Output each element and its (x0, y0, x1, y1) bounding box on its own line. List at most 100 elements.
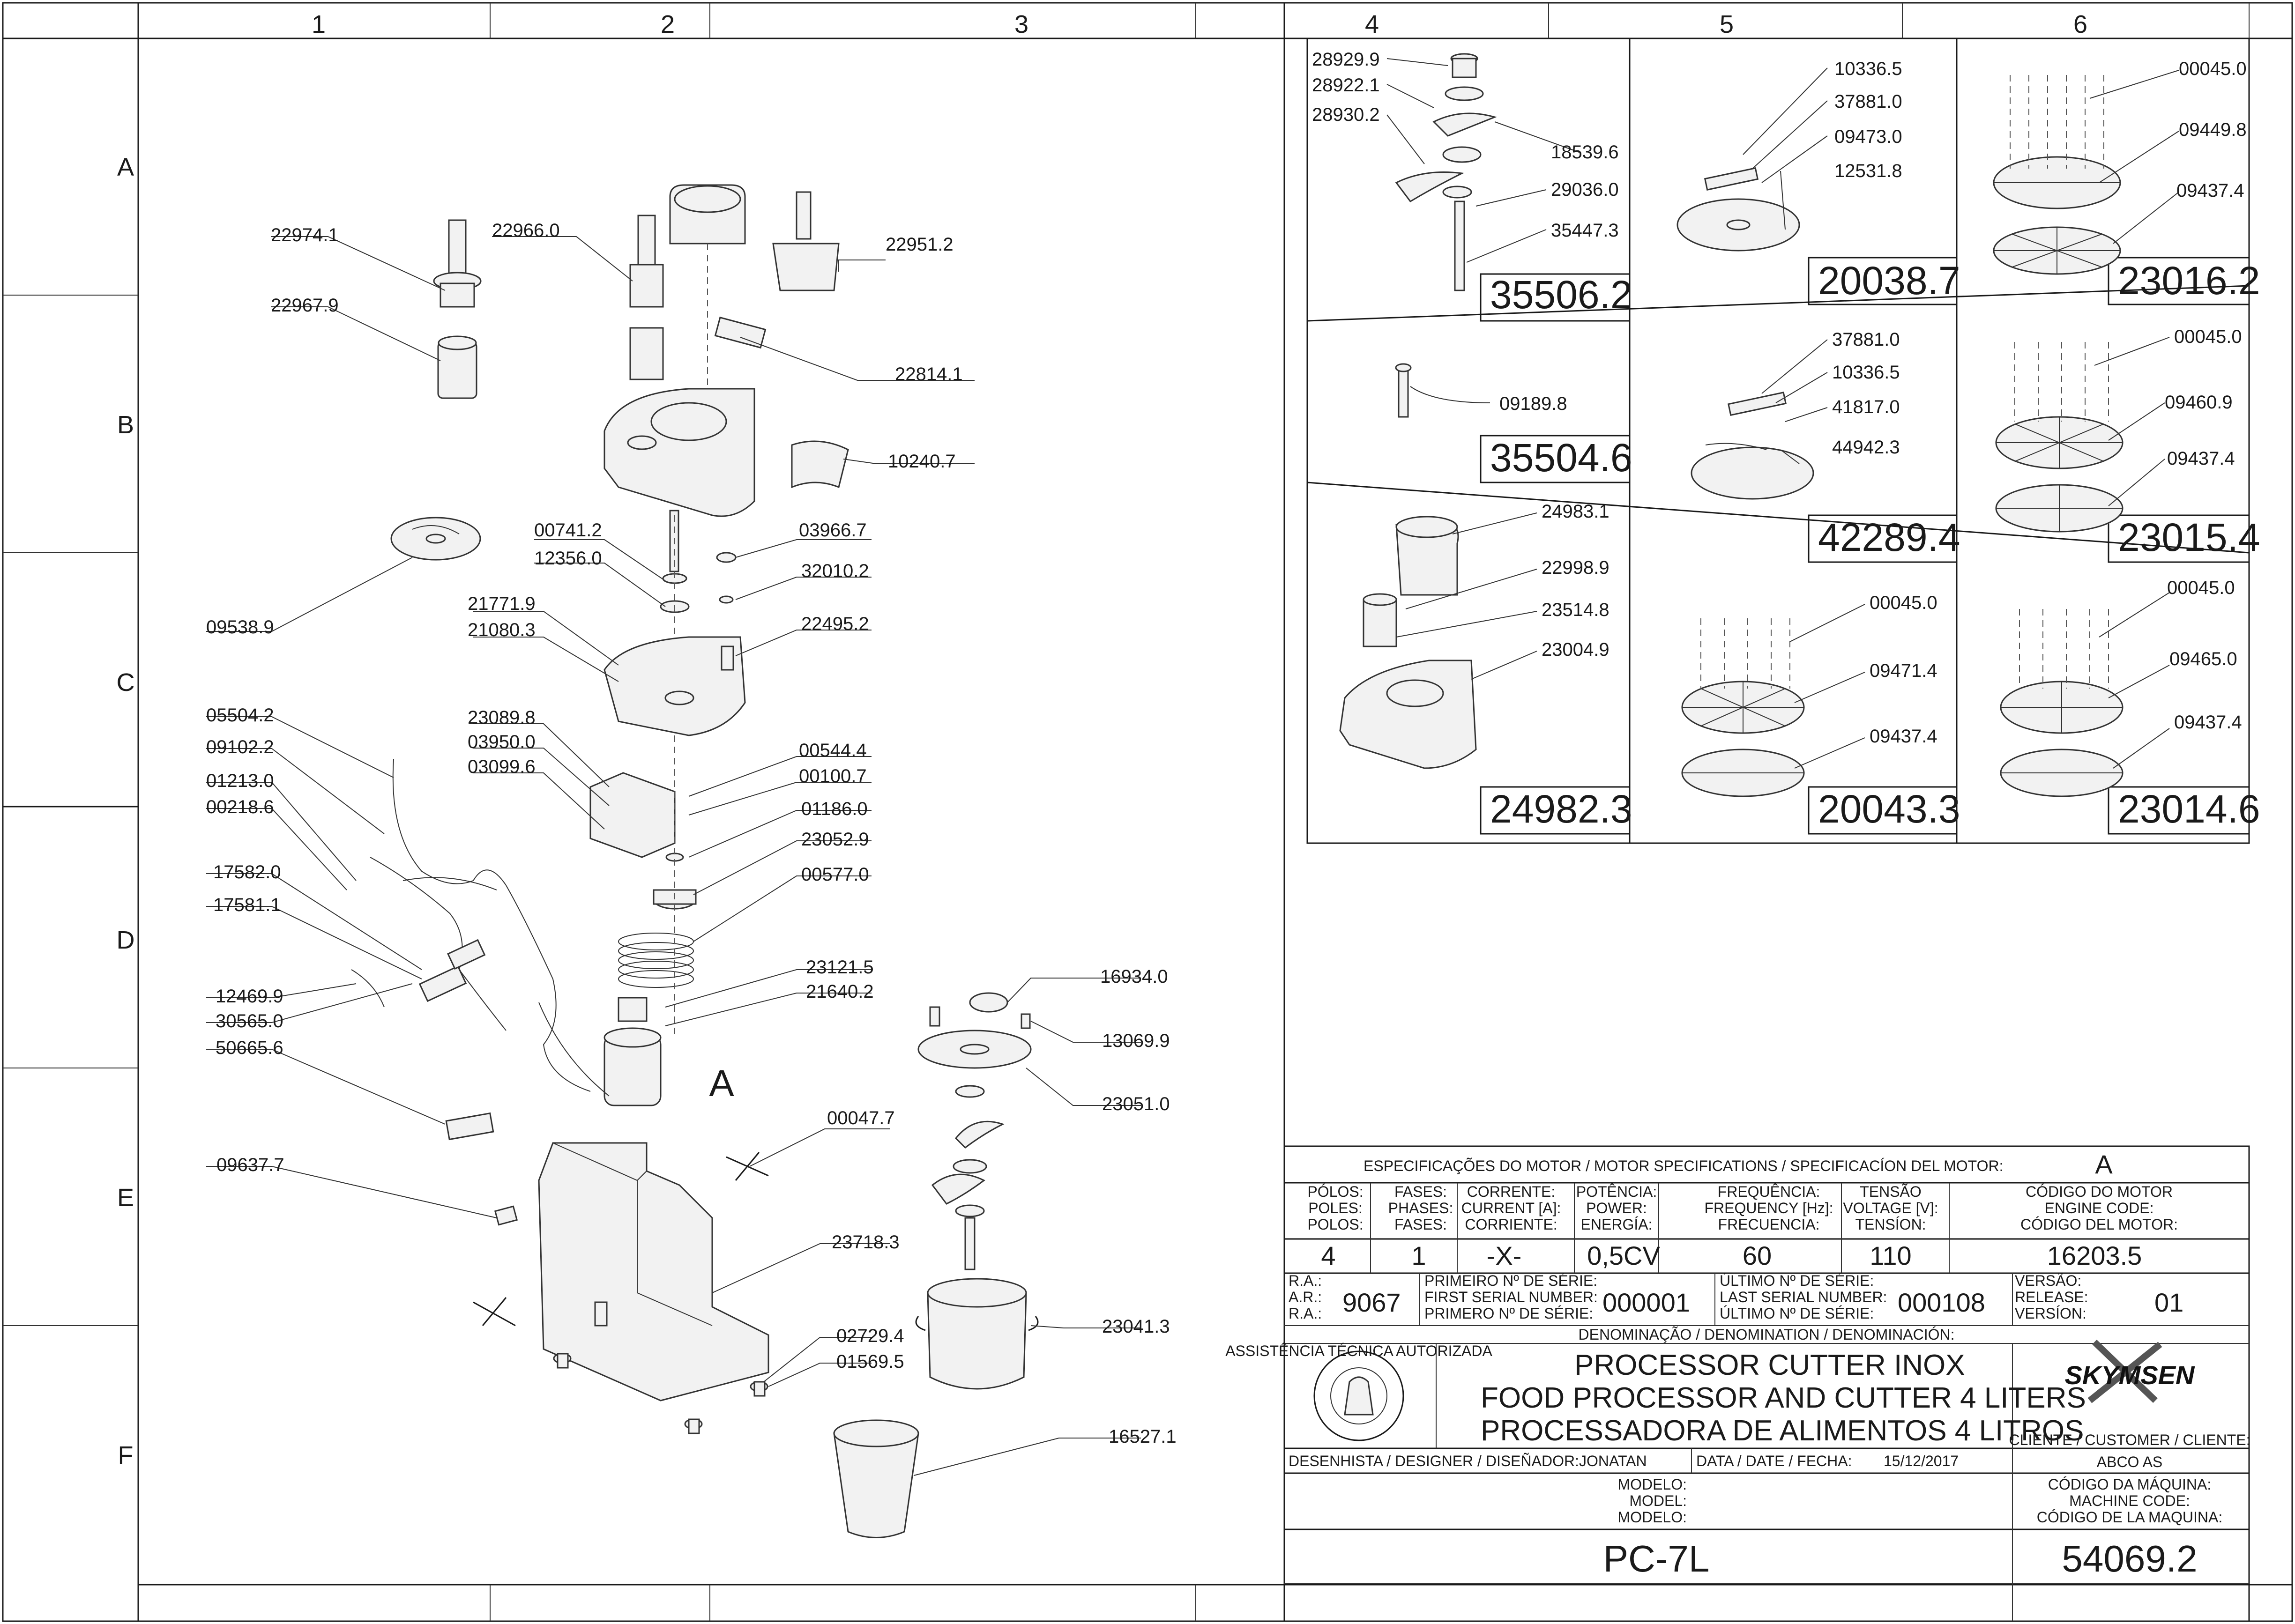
spec-label: POTÊNCIA: (1576, 1183, 1657, 1200)
part-label: 00577.0 (801, 864, 869, 885)
accessory-code: 23016.2 (2118, 259, 2260, 303)
part-label: 10240.7 (888, 451, 956, 472)
spec-label: FREQUENCY [Hz]: (1705, 1200, 1833, 1216)
version-label: RELEASE: (2015, 1289, 2088, 1305)
last-serial-value: 000108 (1898, 1288, 1985, 1317)
last-serial-label: ÚLTIMO Nº DE SÉRIE: (1720, 1272, 1874, 1289)
spec-label: POWER: (1586, 1200, 1647, 1216)
part-label: 16527.1 (1109, 1426, 1177, 1447)
spec-label: CÓDIGO DO MOTOR (2026, 1183, 2173, 1200)
part-label: 00544.4 (799, 740, 867, 761)
motor-spec-value: A (2095, 1149, 2113, 1179)
part-label: 22495.2 (801, 614, 869, 634)
part-label: 23051.0 (1102, 1094, 1170, 1114)
part-label: 32010.2 (801, 561, 869, 581)
part-label: 23121.5 (806, 957, 874, 978)
cell-20043-artwork (1681, 604, 1865, 797)
denomination-line: PROCESSADORA DE ALIMENTOS 4 LITROS (1481, 1415, 2084, 1447)
cell-23014-artwork (2000, 592, 2170, 797)
part-label: 03950.0 (468, 732, 536, 752)
part-label: 21080.3 (468, 620, 536, 640)
ra-label: R.A.: (1289, 1272, 1322, 1289)
part-label: 09437.4 (1870, 726, 1937, 747)
title-block: ESPECIFICAÇÕES DO MOTOR / MOTOR SPECIFIC… (1225, 1145, 2250, 1622)
part-label: 41817.0 (1832, 397, 1900, 417)
model-label: MODELO: (1617, 1509, 1687, 1526)
part-label: 12356.0 (534, 548, 602, 569)
part-label: 28922.1 (1312, 75, 1380, 96)
part-label: 12469.9 (216, 986, 283, 1007)
accessory-code: 23014.6 (2118, 787, 2260, 831)
part-label: 01569.5 (836, 1351, 904, 1372)
spec-label: FRECUENCIA: (1718, 1216, 1820, 1233)
denomination-line: PROCESSOR CUTTER INOX (1574, 1349, 1965, 1381)
model-label: MODELO: (1617, 1476, 1687, 1493)
part-label: 10336.5 (1832, 362, 1900, 383)
row-label: E (117, 1184, 134, 1212)
part-label: 09102.2 (206, 737, 274, 757)
part-label: 00047.7 (827, 1108, 895, 1128)
spec-value: 1 (1411, 1241, 1426, 1270)
spec-value: -X- (1487, 1241, 1522, 1270)
spec-label: CURRENT [A]: (1461, 1200, 1561, 1216)
motor-spec-header: ESPECIFICAÇÕES DO MOTOR / MOTOR SPECIFIC… (1364, 1157, 2004, 1174)
spec-label: TENSÍON: (1855, 1216, 1926, 1233)
spec-label: FASES: (1394, 1216, 1447, 1233)
spec-label: POLES: (1308, 1200, 1363, 1216)
part-label: 00741.2 (534, 520, 602, 541)
row-label: C (117, 668, 135, 697)
part-label: 02729.4 (836, 1326, 904, 1346)
spec-label: VOLTAGE [V]: (1843, 1200, 1938, 1216)
part-label: 22814.1 (895, 364, 963, 385)
part-label: 09437.4 (2167, 448, 2235, 469)
part-label: 10336.5 (1834, 59, 1902, 79)
version-label: VERSÍON: (2015, 1305, 2086, 1322)
part-label: 09538.9 (206, 617, 274, 638)
part-label: 23004.9 (1542, 639, 1609, 660)
last-serial-label: ÚLTIMO Nº DE SÉRIE: (1720, 1305, 1874, 1322)
accessory-code: 42289.4 (1818, 515, 1960, 559)
customer-label: CLIENTE / CUSTOMER / CLIENTE: (2009, 1431, 2250, 1448)
part-label: 22966.0 (492, 220, 560, 241)
part-label: 35447.3 (1551, 220, 1619, 241)
ra-label: A.R.: (1289, 1289, 1322, 1305)
denomination-line: FOOD PROCESSOR AND CUTTER 4 LITERS (1481, 1382, 2086, 1414)
main-part-labels: 22974.1 22967.9 22966.0 22951.2 22814.1 … (206, 220, 1177, 1447)
part-label: 00218.6 (206, 797, 274, 817)
accessory-grid (1306, 38, 2250, 844)
part-label: 37881.0 (1832, 329, 1900, 350)
seal-text: ASSISTÊNCIA TÉCNICA AUTORIZADA (1225, 1342, 1492, 1359)
accessory-code: 20043.3 (1818, 787, 1960, 831)
part-label: 09189.8 (1499, 393, 1567, 414)
column-labels: 1 2 3 4 5 6 (312, 10, 2087, 38)
part-label: 05504.2 (206, 705, 274, 726)
part-label: 17582.0 (213, 862, 281, 882)
accessory-code: 35504.6 (1490, 436, 1632, 480)
version-label: VERSÃO: (2015, 1272, 2081, 1289)
spec-label: CÓDIGO DEL MOTOR: (2020, 1216, 2178, 1233)
spec-label: PÓLOS: (1307, 1183, 1363, 1200)
spec-label: ENERGÍA: (1581, 1216, 1653, 1233)
part-label: 23514.8 (1542, 600, 1609, 620)
column-label: 2 (661, 10, 675, 38)
denomination-label: DENOMINAÇÃO / DENOMINATION / DENOMINACIÓ… (1579, 1326, 1955, 1343)
part-label: 22974.1 (271, 225, 339, 245)
part-label: 44942.3 (1832, 437, 1900, 458)
ra-label: R.A.: (1289, 1305, 1322, 1322)
ra-value: 9067 (1342, 1288, 1401, 1317)
part-label: 00045.0 (2174, 326, 2242, 347)
part-label: 23052.9 (801, 829, 869, 850)
part-label: 12531.8 (1834, 161, 1902, 181)
first-serial-value: 000001 (1602, 1288, 1690, 1317)
part-label: 03099.6 (468, 756, 536, 777)
row-label: A (117, 153, 134, 181)
part-label: 01186.0 (801, 799, 868, 819)
part-label: 24983.1 (1542, 501, 1609, 522)
spec-label: PHASES: (1388, 1200, 1453, 1216)
spec-value: 4 (1321, 1241, 1335, 1270)
technical-assistance-seal: ASSISTÊNCIA TÉCNICA AUTORIZADA (1225, 1342, 1492, 1441)
part-label: 22951.2 (886, 234, 954, 255)
cell-23015-artwork (1995, 337, 2170, 533)
